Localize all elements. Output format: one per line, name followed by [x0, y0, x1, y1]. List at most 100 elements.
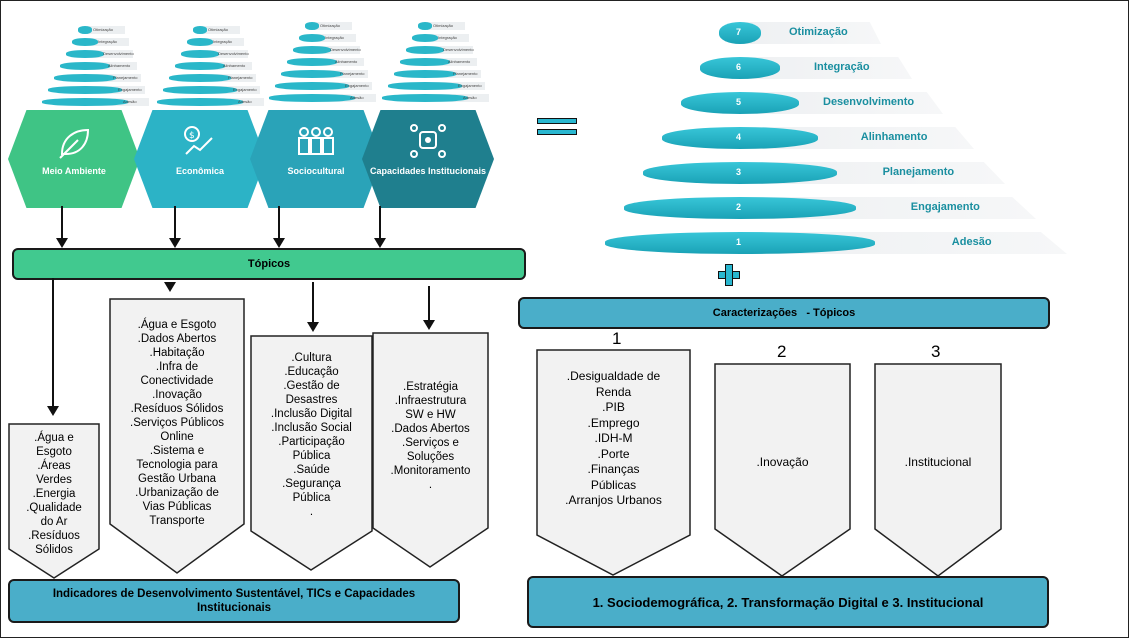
topic-box-capacidades: .Estratégia .Infraestrutura SW e HW .Dad…: [372, 332, 489, 568]
mini-pyramid-label: Planejamento: [340, 71, 365, 76]
pyramid-shelf: [740, 22, 881, 44]
arrow-line: [52, 278, 54, 408]
mini-pyramid-tier: [78, 26, 92, 34]
hex-label: Econômica: [175, 166, 224, 176]
plus-icon: [718, 264, 740, 286]
topic-box-text: .Cultura .Educação .Gestão de Desastres …: [270, 352, 353, 518]
mini-pyramid-label: Integração: [213, 39, 232, 44]
mini-pyramid-tier: [299, 34, 325, 42]
mini-pyramid-tier: [72, 38, 98, 46]
mini-pyramid-tier: [163, 86, 237, 94]
pyramid-tier: [719, 22, 761, 44]
mini-pyramid-tier: [406, 46, 444, 54]
equals-icon: [537, 118, 577, 138]
mini-pyramid-tier: [269, 94, 355, 102]
arrow-head: [164, 282, 176, 292]
hex-label: Sociocultural: [287, 166, 345, 176]
topic-box-sociocultural: .Cultura .Educação .Gestão de Desastres …: [250, 335, 373, 571]
mini-pyramid-label: Desenvolvimento: [103, 51, 134, 56]
mini-pyramid-label: Engajamento: [458, 83, 482, 88]
mini-pyramid-label: Adesão: [123, 99, 137, 104]
mini-pyramid-tier: [305, 22, 319, 30]
mini-pyramid-tier: [54, 74, 116, 82]
caracterizacoes-summary-bar: 1. Sociodemográfica, 2. Transformação Di…: [527, 576, 1049, 628]
mini-pyramid-label: Alinhamento: [335, 59, 358, 64]
hex-label: Capacidades Institucionais: [369, 166, 487, 176]
mini-pyramid-label: Otimização: [208, 27, 229, 32]
mini-pyramid-tier: [169, 74, 231, 82]
network-icon: [408, 124, 448, 165]
char-number: 1: [612, 329, 622, 348]
mini-pyramid-tier: [60, 62, 110, 70]
pyramid-level-label: Planejamento: [882, 166, 955, 178]
char-box-text: .Desigualdade de Renda .PIB .Emprego .ID…: [565, 369, 662, 507]
mini-pyramid-label: Alinhamento: [108, 63, 131, 68]
mini-pyramid-label: Otimização: [320, 23, 341, 28]
arrow-head: [169, 238, 181, 248]
mini-pyramid-label: Alinhamento: [448, 59, 471, 64]
mini-pyramid-tier: [193, 26, 207, 34]
arrow-line: [379, 206, 381, 240]
mini-pyramid-label: Planejamento: [113, 75, 138, 80]
mini-pyramid-tier: [175, 62, 225, 70]
pyramid-level-label: Adesão: [951, 236, 992, 248]
mini-pyramid-tier: [287, 58, 337, 66]
mini-pyramid-label: Engajamento: [233, 87, 257, 92]
mini-pyramid-label: Otimização: [93, 27, 114, 32]
arrow-head: [56, 238, 68, 248]
pyramid-shelf: [740, 57, 912, 79]
arrow-line: [278, 206, 280, 240]
mini-pyramid-tier: [412, 34, 438, 42]
mini-pyramid-label: Engajamento: [345, 83, 369, 88]
char-box-transformacao-digital: .Inovação: [714, 363, 851, 577]
people-icon: [294, 124, 338, 165]
mini-pyramid-label: Desenvolvimento: [443, 47, 474, 52]
arrow-head: [307, 322, 319, 332]
hex-economica: $ Econômica: [134, 110, 266, 208]
mini-pyramid-label: Adesão: [350, 95, 364, 100]
mini-pyramid-label: Otimização: [433, 23, 454, 28]
caracterizacoes-bar: Caracterizações - Tópicos: [518, 297, 1050, 329]
mini-pyramid-label: Adesão: [463, 95, 477, 100]
pyramid-tier: [605, 232, 875, 254]
pyramid-level-number: 7: [736, 27, 742, 37]
mini-pyramid-tier: [293, 46, 331, 54]
char-box-text: .Institucional: [904, 455, 972, 469]
mini-pyramid-label: Desenvolvimento: [218, 51, 249, 56]
mini-pyramid-tier: [400, 58, 450, 66]
mini-pyramid-tier: [382, 94, 468, 102]
caracterizacoes-label: Caracterizações - Tópicos: [712, 307, 856, 319]
pyramid-level-label: Integração: [814, 61, 870, 73]
topic-box-text: .Água e Esgoto .Dados Abertos .Habitação…: [130, 319, 224, 527]
indicadores-bar: Indicadores de Desenvolvimento Sustentáv…: [8, 579, 460, 623]
coin-growth-icon: $: [180, 124, 220, 165]
pyramid-level-number: 1: [736, 237, 742, 247]
mini-pyramid-tier: [187, 38, 213, 46]
mini-pyramid-label: Engajamento: [118, 87, 142, 92]
hex-label: Meio Ambiente: [42, 166, 106, 176]
pyramid-tier: [643, 162, 837, 184]
char-box-institucional: .Institucional: [874, 363, 1002, 577]
arrow-head: [47, 406, 59, 416]
mini-pyramid-tier: [388, 82, 462, 90]
mini-pyramid-label: Planejamento: [228, 75, 253, 80]
topicos-bar: Tópicos: [12, 248, 526, 280]
pyramid-level-label: Engajamento: [910, 201, 980, 213]
topic-box-economica: .Água e Esgoto .Dados Abertos .Habitação…: [109, 298, 245, 574]
mini-pyramid-label: Integração: [98, 39, 117, 44]
leaf-icon: [54, 124, 94, 165]
mini-pyramid-label: Integração: [438, 35, 457, 40]
mini-pyramid-tier: [42, 98, 128, 106]
char-box-text: .Inovação: [756, 455, 809, 469]
mini-pyramid-tier: [281, 70, 343, 78]
mini-pyramid-tier: [418, 22, 432, 30]
mini-pyramid-tier: [181, 50, 219, 58]
pyramid-level-label: Desenvolvimento: [823, 96, 915, 108]
pyramid-tier: [681, 92, 799, 114]
arrow-line: [174, 206, 176, 240]
hex-sociocultural: Sociocultural: [250, 110, 382, 208]
char-number: 3: [931, 342, 941, 361]
pyramid-level-number: 3: [736, 167, 742, 177]
